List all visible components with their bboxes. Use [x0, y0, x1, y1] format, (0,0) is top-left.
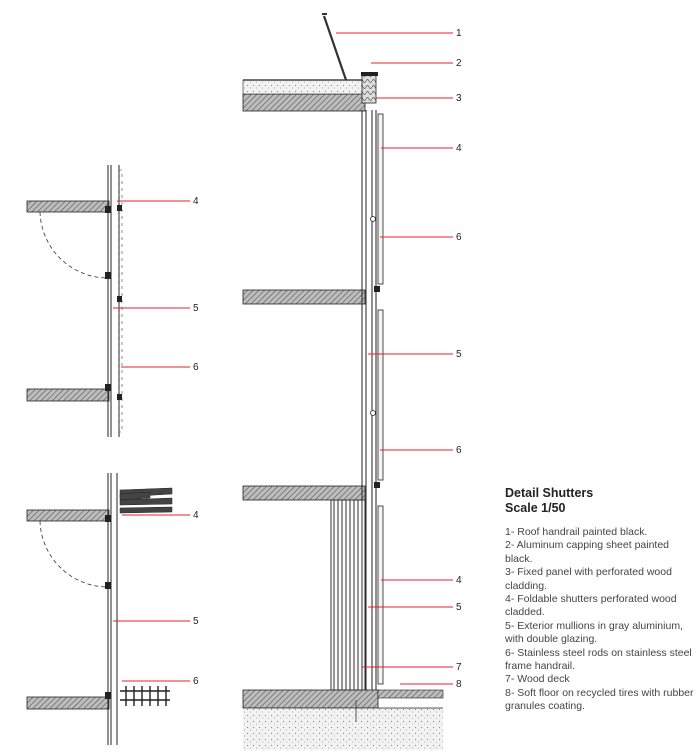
legend: Detail Shutters Scale 1/50 1- Roof handr…	[505, 486, 695, 714]
leader-lines	[113, 32, 453, 685]
callout-5: 5	[193, 303, 199, 314]
callout-1: 1	[456, 28, 462, 39]
callout-4: 4	[193, 196, 199, 207]
callout-6: 6	[456, 445, 462, 456]
callout-4: 4	[193, 510, 199, 521]
callout-6: 6	[456, 232, 462, 243]
shutter-panels	[377, 113, 384, 685]
callout-4: 4	[456, 143, 462, 154]
callout-6: 6	[193, 676, 199, 687]
floor-slab	[242, 289, 366, 305]
soft-floor	[377, 689, 444, 699]
legend-title: Detail Shutters	[505, 486, 594, 500]
legend-item-1: 1- Roof handrail painted black.	[505, 526, 648, 538]
legend-item-4: 4- Foldable shutters perforated wood cla…	[505, 593, 677, 619]
shutter-hinges	[370, 216, 376, 416]
legend-item-7: 7- Wood deck	[505, 673, 570, 686]
callout-6: 6	[193, 362, 199, 373]
ground-slab	[242, 689, 379, 709]
callout-5: 5	[456, 349, 462, 360]
wood-deck-screen	[330, 499, 366, 691]
slab	[26, 388, 110, 402]
folded-shutters	[119, 487, 173, 514]
callout-7: 7	[456, 662, 462, 673]
left-bottom-detail	[26, 473, 173, 745]
door-swing	[39, 211, 109, 279]
callout-4: 4	[456, 575, 462, 586]
slab	[26, 696, 110, 710]
parapet-insulation	[361, 74, 377, 104]
legend-item-3: 3- Fixed panel with perforated wood clad…	[505, 566, 672, 592]
main-section	[242, 13, 444, 750]
callout-labels: 1 2 3 4 6 5 6 4 5 7 8 4 5 6 4 5 6	[193, 28, 462, 690]
ground-soil	[243, 708, 443, 750]
callout-2: 2	[456, 58, 462, 69]
handrail-rods	[120, 686, 170, 706]
legend-item-2: 2- Aluminum capping sheet painted black.	[505, 539, 670, 565]
slab	[26, 509, 110, 522]
door-swing	[39, 520, 109, 588]
floor-slab	[242, 485, 366, 501]
capping-sheet	[361, 72, 378, 76]
callout-3: 3	[456, 93, 462, 104]
legend-item-5: 5- Exterior mullions in gray aluminium, …	[505, 619, 683, 646]
left-top-detail	[26, 165, 123, 437]
legend-item-6: 6- Stainless steel rods on stainless ste…	[505, 646, 692, 673]
callout-8: 8	[456, 679, 462, 690]
legend-scale: Scale 1/50	[505, 501, 566, 515]
roof-build-up	[242, 79, 366, 95]
roof-slab	[242, 93, 366, 112]
legend-item-8: 8- Soft floor on recycled tires with rub…	[505, 686, 694, 713]
callout-5: 5	[193, 616, 199, 627]
roof-handrail	[322, 15, 348, 81]
slab	[26, 200, 110, 213]
callout-5: 5	[456, 602, 462, 613]
